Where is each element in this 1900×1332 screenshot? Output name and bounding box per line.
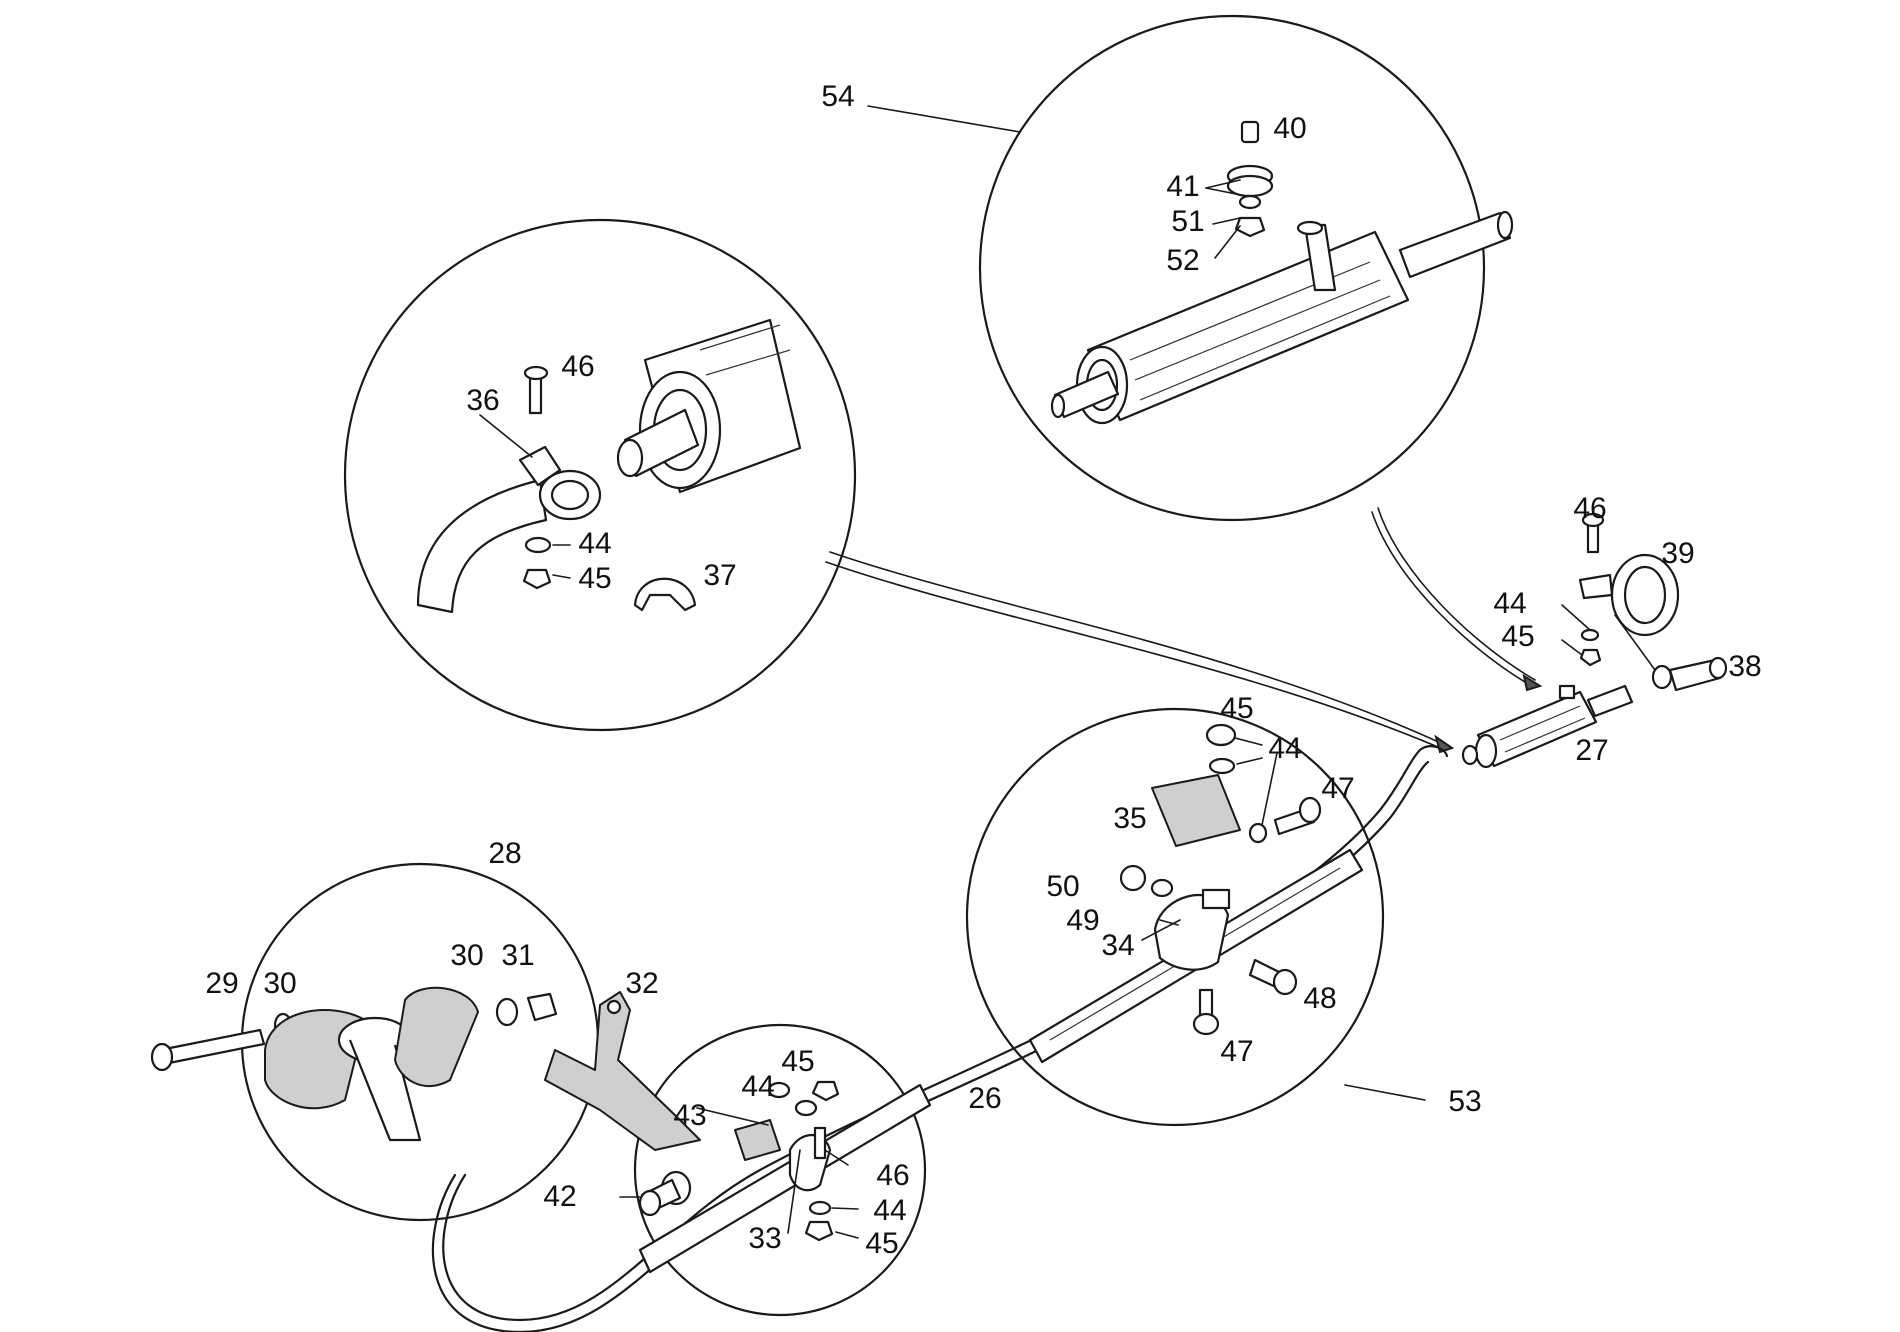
label-50: 50 xyxy=(1046,870,1079,903)
label-53: 53 xyxy=(1448,1085,1481,1118)
label-30: 30 xyxy=(263,967,296,1000)
label-45-lower: 45 xyxy=(781,1045,814,1078)
leader-lines xyxy=(479,105,1591,1239)
label-44: 44 xyxy=(578,527,611,560)
label-49: 49 xyxy=(1066,904,1099,937)
detail-circle-36 xyxy=(343,218,857,732)
label-47: 47 xyxy=(1321,772,1354,805)
label-41: 41 xyxy=(1166,170,1199,203)
label-30-right: 30 xyxy=(450,939,483,972)
label-46-lower: 46 xyxy=(876,1159,909,1192)
label-44-lower: 44 xyxy=(741,1070,774,1103)
callout-labels: 54 40 41 51 52 46 36 44 45 37 46 39 44 4… xyxy=(205,80,1761,1260)
connector-lines xyxy=(825,507,1543,754)
label-36: 36 xyxy=(466,384,499,417)
label-32: 32 xyxy=(625,967,658,1000)
label-51: 51 xyxy=(1171,205,1204,238)
label-35: 35 xyxy=(1113,802,1146,835)
label-39: 39 xyxy=(1661,537,1694,570)
label-31: 31 xyxy=(501,939,534,972)
label-46: 46 xyxy=(561,350,594,383)
label-38: 38 xyxy=(1728,650,1761,683)
detail-28-hanger xyxy=(150,986,558,1142)
label-40: 40 xyxy=(1273,112,1306,145)
label-45-clamp: 45 xyxy=(1501,620,1534,653)
label-44-bottom: 44 xyxy=(873,1194,906,1227)
silencer-27 xyxy=(1461,684,1634,769)
main-exhaust-pipe xyxy=(431,745,1449,1332)
label-45: 45 xyxy=(578,562,611,595)
label-44-bracket: 44 xyxy=(1268,732,1301,765)
label-27: 27 xyxy=(1575,734,1608,767)
label-48: 48 xyxy=(1303,982,1336,1015)
label-29: 29 xyxy=(205,967,238,1000)
label-52: 52 xyxy=(1166,244,1199,277)
detail-circle-33 xyxy=(633,1023,927,1317)
detail-33-clamp xyxy=(638,1080,932,1274)
clamp-39-assembly xyxy=(1578,512,1728,692)
label-33: 33 xyxy=(748,1222,781,1255)
detail-53-pipe-bracket xyxy=(1028,723,1364,1064)
label-54: 54 xyxy=(821,80,854,113)
label-34: 34 xyxy=(1101,929,1134,962)
label-47-lower: 47 xyxy=(1220,1035,1253,1068)
bracket-32 xyxy=(544,991,701,1151)
label-45-bottom: 45 xyxy=(865,1227,898,1260)
label-28: 28 xyxy=(488,837,521,870)
label-26: 26 xyxy=(968,1082,1001,1115)
detail-circle-54 xyxy=(978,14,1486,522)
detail-36-pipe-joint xyxy=(416,318,802,614)
label-37: 37 xyxy=(703,559,736,592)
detail-circle-53 xyxy=(965,707,1385,1127)
label-43: 43 xyxy=(673,1099,706,1132)
label-45-bracket: 45 xyxy=(1220,692,1253,725)
label-42: 42 xyxy=(543,1180,576,1213)
detail-54-silencer xyxy=(1050,120,1514,425)
label-46-clamp: 46 xyxy=(1573,492,1606,525)
label-44-clamp: 44 xyxy=(1493,587,1526,620)
